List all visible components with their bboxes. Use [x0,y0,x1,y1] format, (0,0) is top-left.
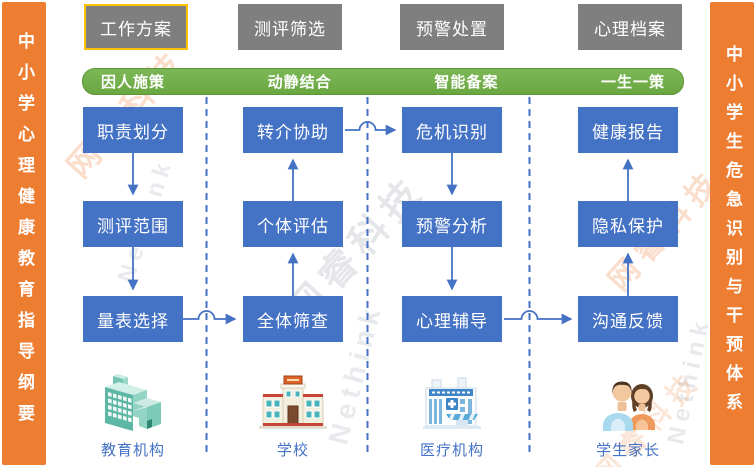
flow-step-box: 测评范围 [83,201,183,247]
flow-step-box: 职责划分 [83,107,183,153]
principle-item: 智能备案 [434,74,499,91]
entity-medical: 医疗机构 [392,366,512,460]
right-banner: 中小学生危急识别与干预体系 [710,2,754,465]
left-banner: 中小学心理健康教育指导纲要 [2,2,46,465]
flow-step-box: 个体评估 [243,201,343,247]
tab-warning-handling[interactable]: 预警处置 [400,4,504,50]
principle-item: 因人施策 [101,74,166,91]
tab-work-plan[interactable]: 工作方案 [84,4,188,50]
flow-step-box: 转介协助 [243,107,343,153]
tab-assessment-screening[interactable]: 测评筛选 [238,4,342,50]
entity-education: 教育机构 [73,366,193,460]
flow-step-box: 隐私保护 [578,201,678,247]
flow-step-box: 心理辅导 [402,296,502,342]
entity-label: 医疗机构 [419,442,484,459]
school-building-icon [259,375,327,429]
flow-step-box: 沟通反馈 [578,296,678,342]
entity-label: 教育机构 [100,442,165,459]
flow-step-box: 危机识别 [402,107,502,153]
flow-step-box: 全体筛查 [243,296,343,342]
cross-arrow-counseling-to-feedback [504,310,573,325]
entity-label: 学校 [276,442,309,459]
cross-arrow-referral-to-crisis [345,121,397,136]
right-banner-title: 中小学生危急识别与干预体系 [723,45,742,422]
parents-icon [603,381,655,431]
education-building-icon [105,374,161,431]
left-banner-title: 中小学心理健康教育指导纲要 [15,32,34,435]
cross-arrow-scale-to-screening [183,310,237,325]
principle-item: 一生一策 [600,74,665,91]
principle-item: 动静结合 [267,74,332,91]
hospital-building-icon [423,377,481,429]
flow-step-box: 预警分析 [402,201,502,247]
flow-step-box: 健康报告 [578,107,678,153]
tab-psych-archive[interactable]: 心理档案 [578,4,682,50]
entity-parents: 学生家长 [568,366,688,460]
principles-bar: 因人施策 动静结合 智能备案 一生一策 [82,68,684,95]
flow-step-box: 量表选择 [83,296,183,342]
entity-label: 学生家长 [595,442,660,459]
entity-school: 学校 [233,366,353,460]
